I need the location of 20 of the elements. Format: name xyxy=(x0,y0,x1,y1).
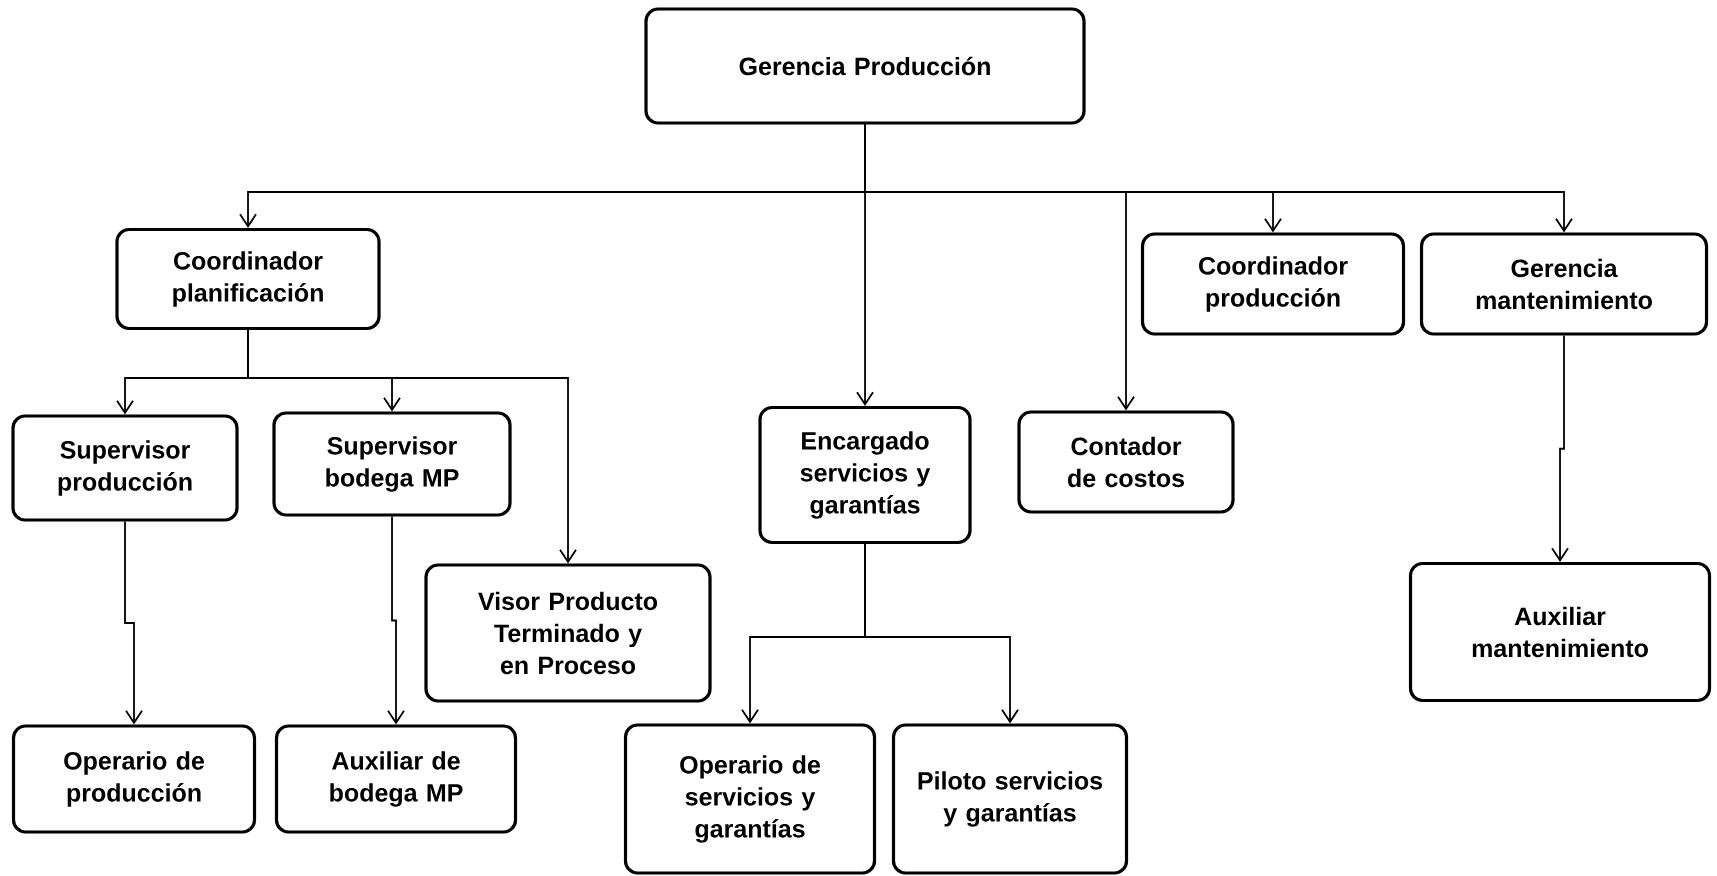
position-box: Supervisor producción xyxy=(11,414,239,522)
position-box: Visor Producto Terminado y en Proceso xyxy=(424,563,712,703)
position-box: Contador de costos xyxy=(1017,410,1235,514)
position-box: Gerencia Producción xyxy=(644,7,1086,125)
arrow xyxy=(864,123,1573,233)
arrow xyxy=(1551,334,1569,562)
arrow xyxy=(124,520,143,725)
arrow xyxy=(247,329,577,564)
position-box: Auxiliar mantenimiento xyxy=(1408,561,1712,703)
position-box: Coordinador planificación xyxy=(115,227,381,331)
arrow xyxy=(387,515,405,725)
position-box: Piloto servicios y garantías xyxy=(891,723,1129,875)
position-box: Operario de servicios y garantías xyxy=(623,723,877,875)
position-box: Encargado servicios y garantías xyxy=(758,405,972,545)
position-box: Auxiliar de bodega MP xyxy=(274,724,518,834)
position-box: Gerencia mantenimiento xyxy=(1419,232,1709,336)
position-box: Supervisor bodega MP xyxy=(272,411,512,517)
arrow xyxy=(864,543,1019,724)
position-box: Operario de producción xyxy=(11,724,257,834)
position-box: Coordinador producción xyxy=(1140,232,1406,336)
